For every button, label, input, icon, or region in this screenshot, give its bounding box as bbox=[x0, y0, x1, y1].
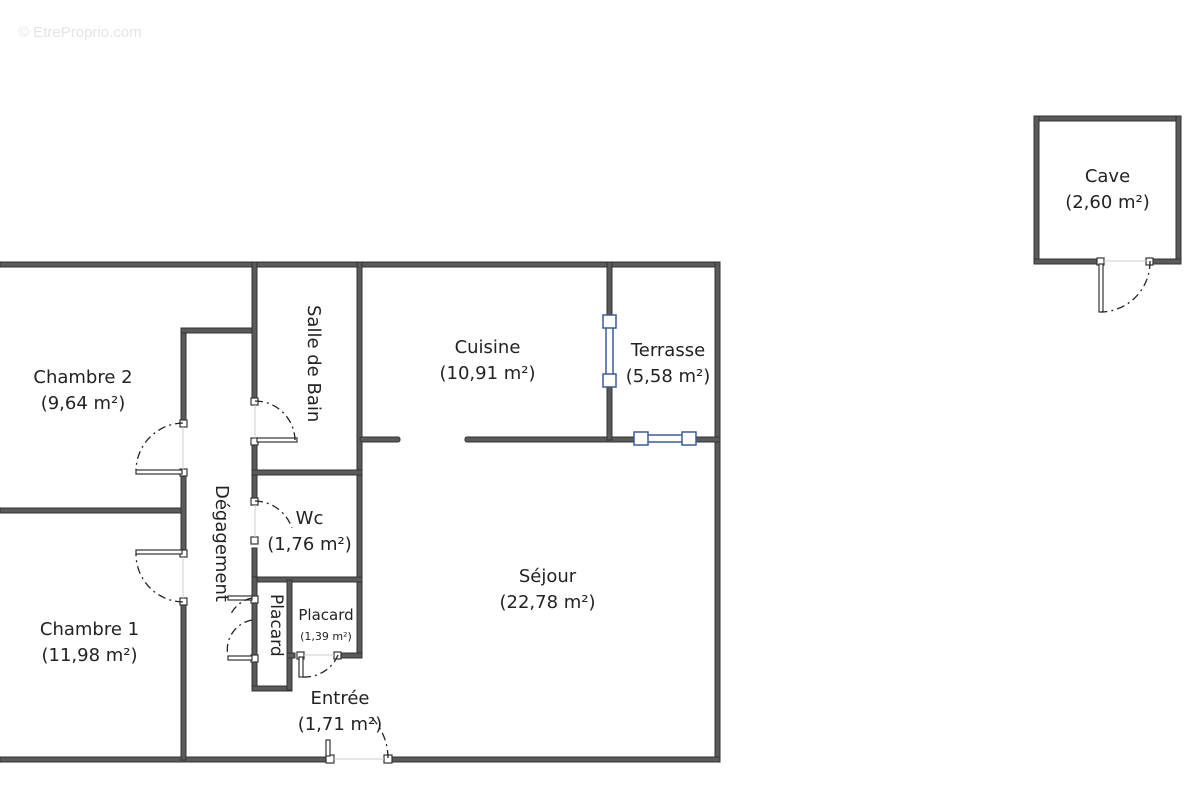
room-area: (9,64 m²) bbox=[40, 393, 126, 414]
room-area: (1,76 m²) bbox=[267, 534, 352, 555]
room-label-cave: Cave (2,60 m²) bbox=[1055, 164, 1160, 216]
room-name: Wc bbox=[295, 508, 324, 529]
room-label-chambre-2: Chambre 2 (9,64 m²) bbox=[18, 365, 148, 417]
room-label-cuisine: Cuisine (10,91 m²) bbox=[430, 335, 545, 387]
room-name: Cave bbox=[1084, 166, 1131, 187]
door-leaves bbox=[135, 263, 1104, 757]
room-name: Chambre 1 bbox=[39, 619, 140, 640]
door-arcs bbox=[135, 260, 1151, 759]
room-label-placard-vertical: Placard bbox=[266, 594, 286, 657]
room-name: Séjour bbox=[518, 566, 577, 587]
room-area: (5,58 m²) bbox=[625, 366, 711, 387]
room-area: (1,71 m²) bbox=[297, 714, 383, 735]
room-label-entree: Entrée (1,71 m²) bbox=[285, 686, 395, 738]
room-name: Terrasse bbox=[630, 340, 706, 361]
room-area: (22,78 m²) bbox=[499, 592, 596, 613]
room-label-placard: Placard (1,39 m²) bbox=[292, 604, 360, 648]
opening-lines bbox=[182, 260, 1146, 760]
room-name: Chambre 2 bbox=[33, 367, 133, 388]
windows bbox=[602, 314, 697, 446]
room-label-degagement: Dégagement bbox=[211, 485, 232, 602]
room-label-sejour: Séjour (22,78 m²) bbox=[485, 564, 610, 616]
room-area: (2,60 m²) bbox=[1065, 192, 1150, 213]
room-label-chambre-1: Chambre 1 (11,98 m²) bbox=[22, 617, 157, 669]
room-area: (10,91 m²) bbox=[439, 363, 536, 384]
walls bbox=[0, 115, 1182, 763]
room-area: (11,98 m²) bbox=[41, 645, 138, 666]
room-label-salle-de-bain: Salle de Bain bbox=[303, 305, 324, 423]
room-label-wc: Wc (1,76 m²) bbox=[262, 506, 357, 558]
room-name: Entrée bbox=[310, 688, 370, 709]
watermark: © EtreProprio.com bbox=[18, 24, 142, 41]
room-name: Placard bbox=[298, 606, 354, 624]
room-name: Cuisine bbox=[454, 337, 521, 358]
room-label-terrasse: Terrasse (5,58 m²) bbox=[618, 338, 718, 390]
room-area: (1,39 m²) bbox=[300, 630, 352, 643]
